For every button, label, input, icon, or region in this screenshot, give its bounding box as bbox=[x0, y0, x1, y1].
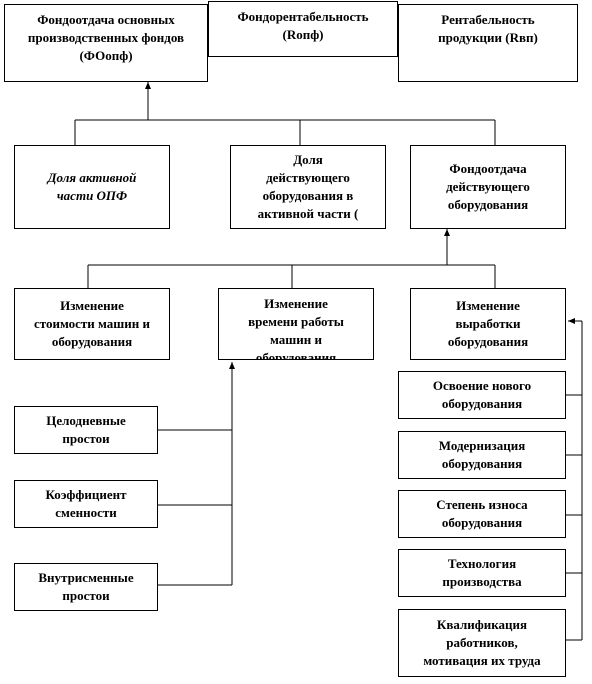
machine-cost-label: Изменение стоимости машин и оборудования bbox=[33, 298, 151, 349]
operating-equip-share-box: Доля действующего оборудования в активно… bbox=[230, 145, 386, 229]
whole-day-downtime-box: Целодневные простои bbox=[14, 406, 158, 454]
intra-shift-downtime-label: Внутрисменные простои bbox=[38, 570, 134, 603]
operating-equip-output-box: Фондоотдача действующего оборудования bbox=[410, 145, 566, 229]
equipment-wear-box: Степень износа оборудования bbox=[398, 490, 566, 538]
qualification-box: Квалификация работников, мотивация их тр… bbox=[398, 609, 566, 677]
shift-coefficient-label: Коэффициент сменности bbox=[45, 487, 127, 520]
new-equipment-label: Освоение нового оборудования bbox=[432, 378, 532, 411]
new-equipment-box: Освоение нового оборудования bbox=[398, 371, 566, 419]
product-profit-label: Рентабельность продукции (Rвп) bbox=[438, 12, 538, 45]
equip-output-box: Изменение выработки оборудования bbox=[410, 288, 566, 360]
modernization-label: Модернизация оборудования bbox=[438, 438, 526, 471]
technology-box: Технология производства bbox=[398, 549, 566, 597]
active-share-label: Доля активной части ОПФ bbox=[47, 170, 137, 203]
equipment-wear-label: Степень износа оборудования bbox=[436, 497, 528, 530]
operating-equip-share-label: Доля действующего оборудования в активно… bbox=[257, 152, 359, 221]
fund-output-box: Фондоотдача основных производственных фо… bbox=[4, 4, 208, 82]
fund-return-label: Фондорентабельность (Rопф) bbox=[237, 9, 369, 42]
work-time-box: Изменение времени работы машин и оборудо… bbox=[218, 288, 374, 360]
whole-day-downtime-label: Целодневные простои bbox=[46, 413, 126, 446]
product-profit-box: Рентабельность продукции (Rвп) bbox=[398, 4, 578, 82]
qualification-label: Квалификация работников, мотивация их тр… bbox=[423, 617, 541, 668]
equip-output-label: Изменение выработки оборудования bbox=[447, 298, 529, 349]
machine-cost-box: Изменение стоимости машин и оборудования bbox=[14, 288, 170, 360]
modernization-box: Модернизация оборудования bbox=[398, 431, 566, 479]
technology-label: Технология производства bbox=[442, 556, 522, 589]
work-time-label: Изменение времени работы машин и оборудо… bbox=[248, 296, 344, 360]
fund-output-label: Фондоотдача основных производственных фо… bbox=[27, 12, 185, 63]
intra-shift-downtime-box: Внутрисменные простои bbox=[14, 563, 158, 611]
operating-equip-output-label: Фондоотдача действующего оборудования bbox=[446, 161, 530, 212]
shift-coefficient-box: Коэффициент сменности bbox=[14, 480, 158, 528]
fund-return-box: Фондорентабельность (Rопф) bbox=[208, 1, 398, 57]
active-share-box: Доля активной части ОПФ bbox=[14, 145, 170, 229]
